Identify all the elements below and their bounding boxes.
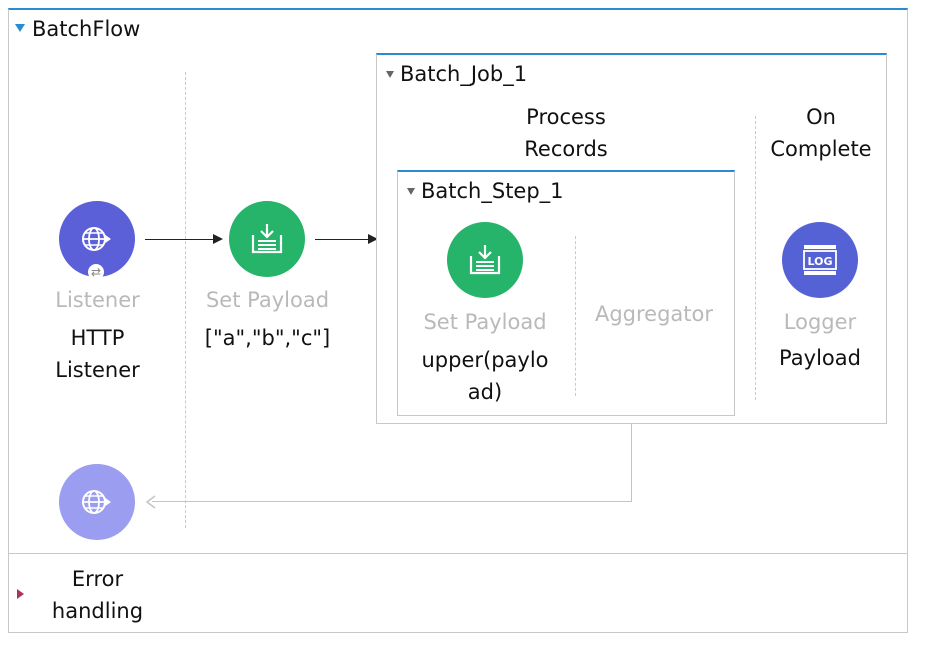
set-payload-icon bbox=[469, 245, 501, 275]
on-complete-line1: On bbox=[806, 105, 836, 129]
error-handling-line1[interactable]: Error bbox=[71, 567, 124, 591]
process-records-line2: Records bbox=[524, 137, 608, 161]
sync-icon: ⇄ bbox=[88, 264, 104, 280]
aggregator-label[interactable]: Aggregator bbox=[594, 302, 714, 326]
listener-name-line1: HTTP bbox=[70, 326, 125, 350]
collapse-triangle-icon[interactable] bbox=[15, 24, 25, 32]
arrow-head-icon bbox=[213, 234, 223, 244]
logger-icon-text: LOG bbox=[808, 255, 833, 268]
batch-set-payload-value-line2: ad) bbox=[467, 380, 503, 404]
collapse-triangle-icon[interactable] bbox=[407, 188, 415, 195]
logger-icon: LOG bbox=[803, 245, 837, 275]
globe-arrow-icon bbox=[82, 227, 111, 251]
set-payload-component[interactable] bbox=[229, 201, 305, 277]
batch-step-container[interactable] bbox=[397, 170, 735, 416]
error-handling-line2[interactable]: handling bbox=[51, 599, 144, 623]
logger-component[interactable]: LOG bbox=[782, 222, 858, 298]
aggregator-separator bbox=[575, 236, 576, 396]
batch-set-payload-component[interactable] bbox=[447, 222, 523, 298]
response-path-line bbox=[152, 501, 632, 502]
set-payload-icon bbox=[251, 224, 283, 254]
expand-triangle-icon[interactable] bbox=[17, 589, 24, 599]
batch-step-title[interactable]: Batch_Step_1 bbox=[421, 179, 564, 203]
logger-type-label: Logger bbox=[783, 310, 857, 334]
response-arrow-icon bbox=[145, 495, 156, 509]
on-complete-line2: Complete bbox=[770, 137, 872, 161]
set-payload-type-label: Set Payload bbox=[205, 288, 330, 312]
batch-set-payload-value-line1: upper(paylo bbox=[421, 348, 549, 372]
error-handling-divider bbox=[8, 553, 908, 554]
arrow-head-icon bbox=[368, 234, 378, 244]
logger-value: Payload bbox=[779, 346, 861, 370]
listener-response-component[interactable] bbox=[59, 464, 135, 540]
listener-name-line2: Listener bbox=[55, 358, 140, 382]
process-records-line1: Process bbox=[526, 105, 606, 129]
set-payload-value: ["a","b","c"] bbox=[204, 326, 331, 350]
on-complete-separator bbox=[755, 116, 756, 400]
source-separator bbox=[185, 72, 186, 528]
listener-type-label: Listener bbox=[55, 288, 140, 312]
connector-line bbox=[315, 239, 370, 240]
batch-job-title[interactable]: Batch_Job_1 bbox=[400, 62, 528, 86]
response-path-line bbox=[631, 424, 632, 502]
connector-line bbox=[145, 239, 215, 240]
flow-title[interactable]: BatchFlow bbox=[32, 17, 141, 41]
collapse-triangle-icon[interactable] bbox=[386, 71, 394, 78]
globe-arrow-icon bbox=[82, 490, 111, 514]
batch-set-payload-type-label: Set Payload bbox=[423, 310, 547, 334]
